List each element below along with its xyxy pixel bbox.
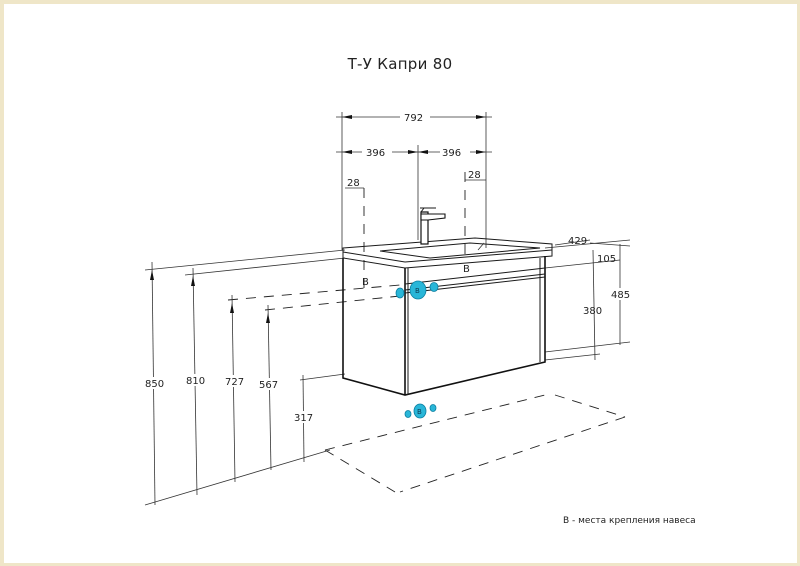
dimension-heights-left: 850 810 727 567 317 bbox=[143, 261, 315, 506]
dim-317: 317 bbox=[294, 413, 313, 424]
mount-marker-lower: В bbox=[404, 403, 437, 419]
dim-567: 567 bbox=[259, 380, 278, 391]
dim-380: 380 bbox=[583, 306, 602, 317]
dimension-right: 429 105 380 485 bbox=[554, 236, 632, 361]
dim-810: 810 bbox=[186, 376, 205, 387]
svg-text:В: В bbox=[417, 408, 422, 416]
dim-727: 727 bbox=[225, 377, 244, 388]
floor-plane bbox=[324, 394, 626, 493]
dim-28-left: 28 bbox=[347, 178, 360, 189]
mount-label-left: В bbox=[362, 277, 369, 288]
sink-basin bbox=[342, 237, 553, 269]
dim-105: 105 bbox=[597, 254, 616, 265]
dimension-offsets: 28 28 bbox=[345, 170, 486, 290]
legend-note: В - места крепления навеса bbox=[563, 516, 696, 526]
drawing-title: Т-У Капри 80 bbox=[347, 55, 453, 73]
dim-396-left: 396 bbox=[366, 148, 385, 159]
dimension-half-widths: 396 396 bbox=[336, 145, 492, 240]
dim-485: 485 bbox=[611, 290, 630, 301]
mount-label-center: В bbox=[463, 264, 470, 275]
dim-429: 429 bbox=[568, 236, 587, 247]
mount-marker-upper: В bbox=[395, 280, 439, 300]
wall-lines bbox=[144, 239, 631, 506]
svg-text:В: В bbox=[415, 287, 420, 295]
cabinet bbox=[342, 256, 546, 396]
dim-850: 850 bbox=[145, 379, 164, 390]
faucet bbox=[420, 207, 446, 245]
dim-792: 792 bbox=[404, 113, 423, 124]
dim-396-right: 396 bbox=[442, 148, 461, 159]
dim-28-right: 28 bbox=[468, 170, 481, 181]
